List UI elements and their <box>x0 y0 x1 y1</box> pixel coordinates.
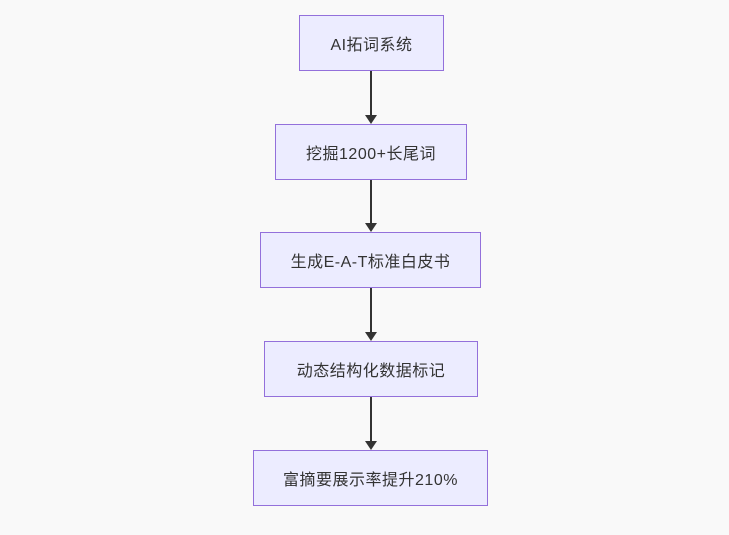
flow-arrow-3 <box>365 288 377 341</box>
arrow-shaft <box>370 180 372 223</box>
flowchart-node-longtail-mining: 挖掘1200+长尾词 <box>275 124 467 180</box>
flowchart-node-rich-snippet-result: 富摘要展示率提升210% <box>253 450 488 506</box>
arrowhead-down-icon <box>365 115 377 124</box>
flow-arrow-2 <box>365 180 377 232</box>
node-label: 动态结构化数据标记 <box>296 363 446 380</box>
arrow-shaft <box>370 397 372 441</box>
arrow-shaft <box>370 71 372 115</box>
flowchart-node-ai-keyword-system: AI拓词系统 <box>299 15 444 71</box>
arrowhead-down-icon <box>365 223 377 232</box>
arrow-shaft <box>370 288 372 332</box>
flowchart-node-structured-data-markup: 动态结构化数据标记 <box>264 341 478 397</box>
node-label: 富摘要展示率提升210% <box>283 472 458 489</box>
flow-arrow-4 <box>365 397 377 450</box>
node-label: AI拓词系统 <box>330 37 413 54</box>
flow-arrow-1 <box>365 71 377 124</box>
arrowhead-down-icon <box>365 441 377 450</box>
flowchart-node-eat-whitepaper: 生成E-A-T标准白皮书 <box>260 232 481 288</box>
node-label: 挖掘1200+长尾词 <box>306 146 436 163</box>
arrowhead-down-icon <box>365 332 377 341</box>
node-label: 生成E-A-T标准白皮书 <box>290 254 451 271</box>
